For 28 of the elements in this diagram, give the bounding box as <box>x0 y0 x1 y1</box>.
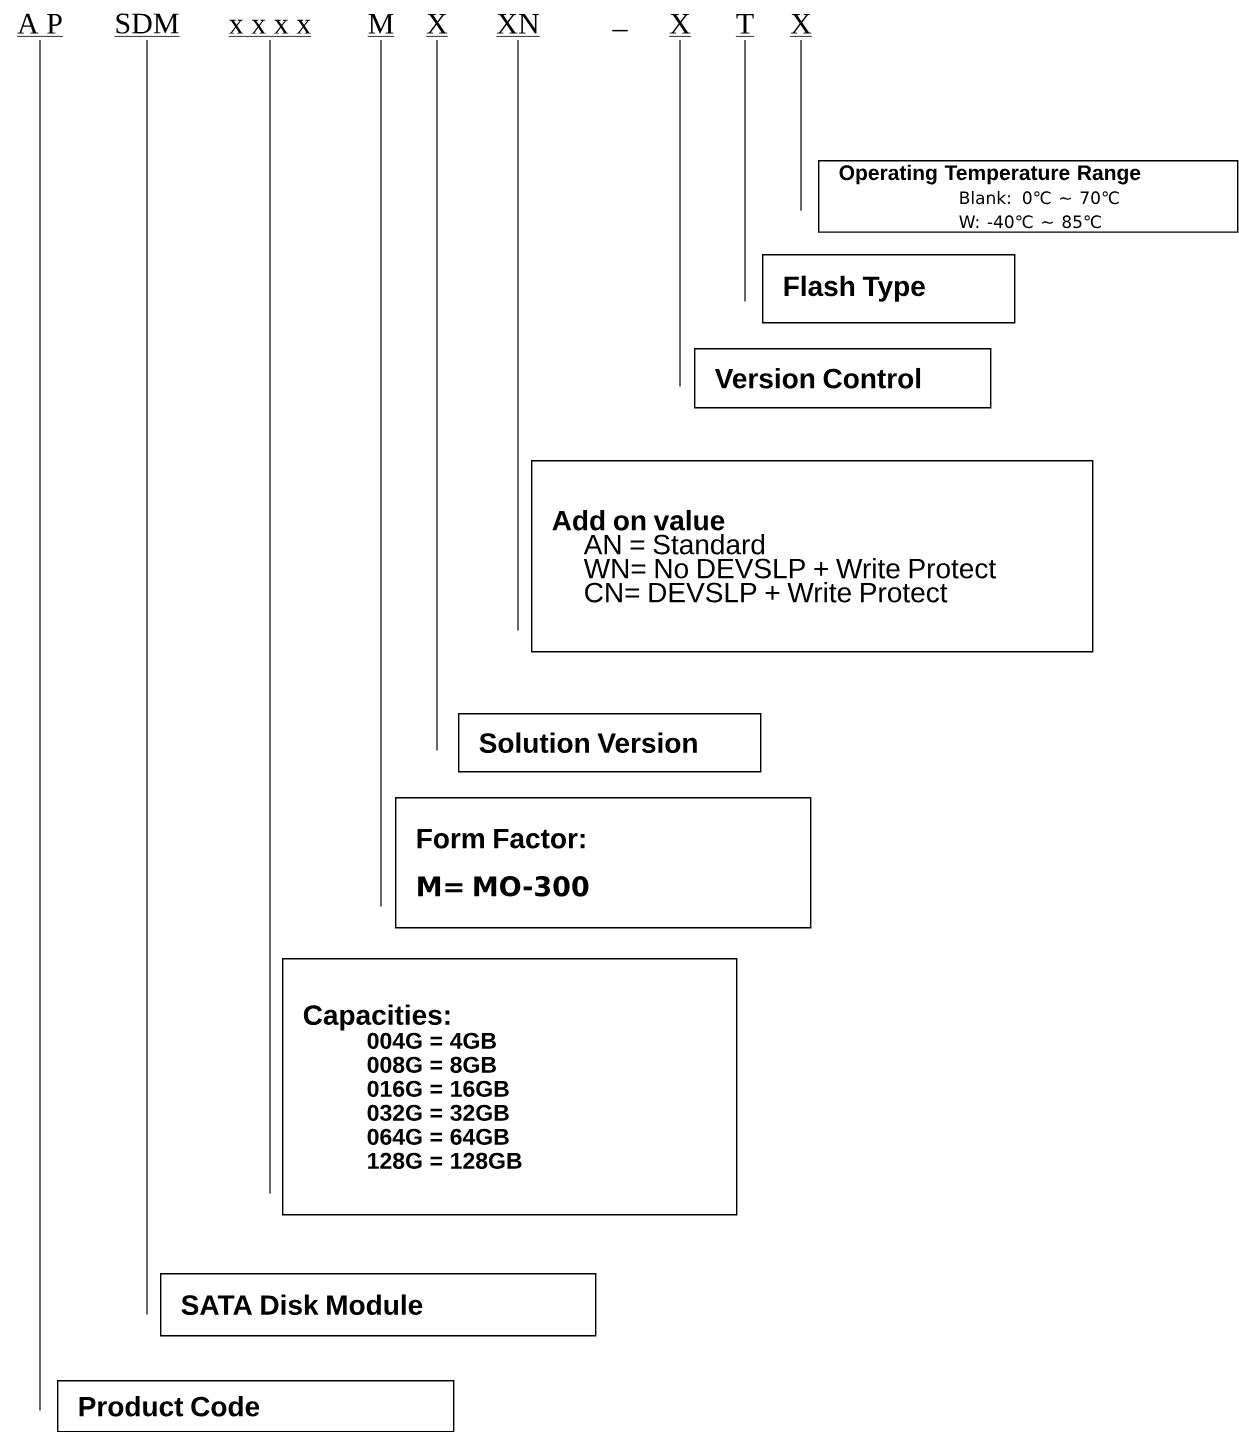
leader-line <box>380 39 382 907</box>
description-box: SATA Disk Module <box>160 1273 597 1337</box>
description-box: Version Control <box>694 348 992 409</box>
leader-line <box>269 39 271 1194</box>
code-separator: – <box>612 29 628 32</box>
description-box: Flash Type <box>762 254 1016 324</box>
part-code-letter: X <box>789 14 813 37</box>
description-box: Add on value AN = Standard WN= No DEVSLP + Write Protect CN= DEVSLP + Write Protect <box>531 460 1094 653</box>
description-box: Product Code <box>57 1380 455 1432</box>
part-code-letter: XN <box>495 14 541 37</box>
description-box: Solution Version <box>458 713 762 773</box>
leader-line <box>800 39 802 212</box>
leader-line <box>436 39 438 751</box>
leader-line <box>146 39 148 1315</box>
description-box: Capacities: 004G = 4GB 008G = 8GB 016G = 16GB 032G = 32GB 064G = 64GB 128G = 128GB <box>282 958 738 1216</box>
leader-line <box>517 39 519 631</box>
part-code-letter: T <box>735 14 755 37</box>
part-code-letter: M <box>367 14 395 37</box>
part-code-letter: SDM <box>114 13 180 37</box>
description-box: Operating Temperature Range Blank: 0℃ ~ 70℃ W: -40℃ ~ 85℃ <box>818 160 1239 233</box>
part-code-letter: x x x x <box>228 19 312 37</box>
description-box: Form Factor: M= MO-300 <box>395 797 812 929</box>
leader-line <box>744 39 746 302</box>
part-code-letter: X <box>668 14 692 37</box>
leader-line <box>39 39 41 1411</box>
part-code-letter: X <box>425 14 449 37</box>
part-code-letter: A P <box>16 13 64 37</box>
leader-line <box>679 39 681 387</box>
